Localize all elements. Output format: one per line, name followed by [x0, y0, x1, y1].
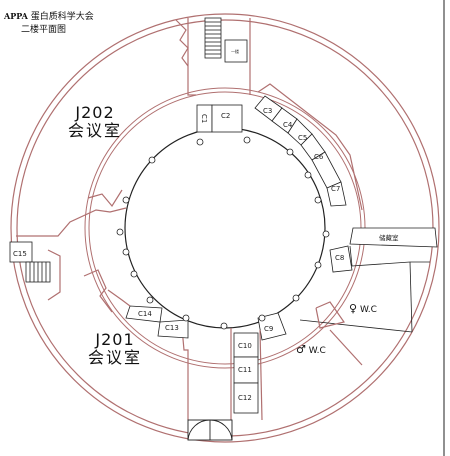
stair-landing	[224, 39, 248, 63]
booth-label-c5: C5	[298, 134, 307, 142]
restroom-male-label: W.C	[308, 346, 326, 356]
entrance-doors	[187, 419, 233, 441]
booth-c15-shape	[9, 241, 33, 263]
room-j202-code: J202	[75, 103, 115, 122]
stair-label: 一楼	[231, 48, 239, 54]
restroom-female: ♀ W.C	[349, 302, 377, 315]
org-name: APPA	[4, 11, 28, 21]
booth-arc-right	[254, 95, 347, 207]
left-hall-zigzag	[87, 189, 123, 208]
conference-name: 蛋白质科学大会	[30, 12, 94, 22]
booth-label-c1: C1	[200, 114, 208, 123]
room-j201: J201 会议室	[88, 331, 142, 367]
outer-wall-step-right	[257, 83, 363, 211]
booth-label-c9: C9	[264, 325, 273, 333]
left-hall-divider	[16, 207, 127, 237]
booth-row-top	[196, 104, 243, 133]
staircase-top	[204, 17, 222, 59]
restroom-male: ♂ W.C	[296, 343, 326, 356]
left-stair-wall	[47, 249, 61, 301]
staircase-left	[25, 261, 51, 283]
columns	[116, 136, 330, 330]
booth-label-c2: C2	[221, 112, 230, 120]
booth-label-c4: C4	[283, 121, 293, 129]
booth-label-c7: C7	[331, 185, 340, 193]
plan-subtitle: 二楼平面图	[21, 25, 67, 35]
restroom-female-label: W.C	[359, 305, 377, 315]
booth-label-c3: C3	[263, 107, 272, 115]
booth-label-c15: C15	[13, 250, 27, 258]
storage-label: 储藏室	[379, 233, 399, 242]
booth-label-c13: C13	[165, 324, 179, 332]
room-j202: J202 会议室	[68, 104, 122, 140]
restroom-divider	[329, 329, 363, 366]
storage-room	[349, 227, 438, 248]
booth-label-c6: C6	[314, 153, 324, 161]
booth-labels: C1 C2 C3 C4 C5 C6 C7 C8 C9 C10 C11 C12 C…	[13, 107, 344, 402]
booth-label-c11: C11	[238, 366, 252, 374]
booth-column-bottom	[233, 332, 259, 414]
room-j202-name: 会议室	[68, 121, 123, 140]
lower-left-zigzag	[83, 269, 113, 313]
male-restroom-icon: ♂	[296, 343, 306, 356]
booth-pair-lower-left	[125, 305, 189, 339]
lower-left-wall	[107, 289, 131, 307]
booth-c8-shape	[329, 245, 353, 273]
female-restroom-icon: ♀	[349, 302, 358, 315]
booth-label-c8: C8	[335, 254, 344, 262]
partition-wall-top	[175, 19, 189, 67]
top-corridor	[187, 18, 251, 96]
booth-label-c10: C10	[238, 342, 252, 350]
room-j201-code: J201	[95, 330, 135, 349]
restroom-wall	[315, 301, 345, 329]
bottom-corridor	[181, 327, 263, 421]
room-j201-name: 会议室	[88, 348, 143, 367]
booth-label-c12: C12	[238, 394, 252, 402]
booth-c9-shape	[257, 312, 287, 341]
plan-title: APPA 蛋白质科学大会	[4, 11, 94, 23]
booth-label-c14: C14	[138, 310, 152, 318]
